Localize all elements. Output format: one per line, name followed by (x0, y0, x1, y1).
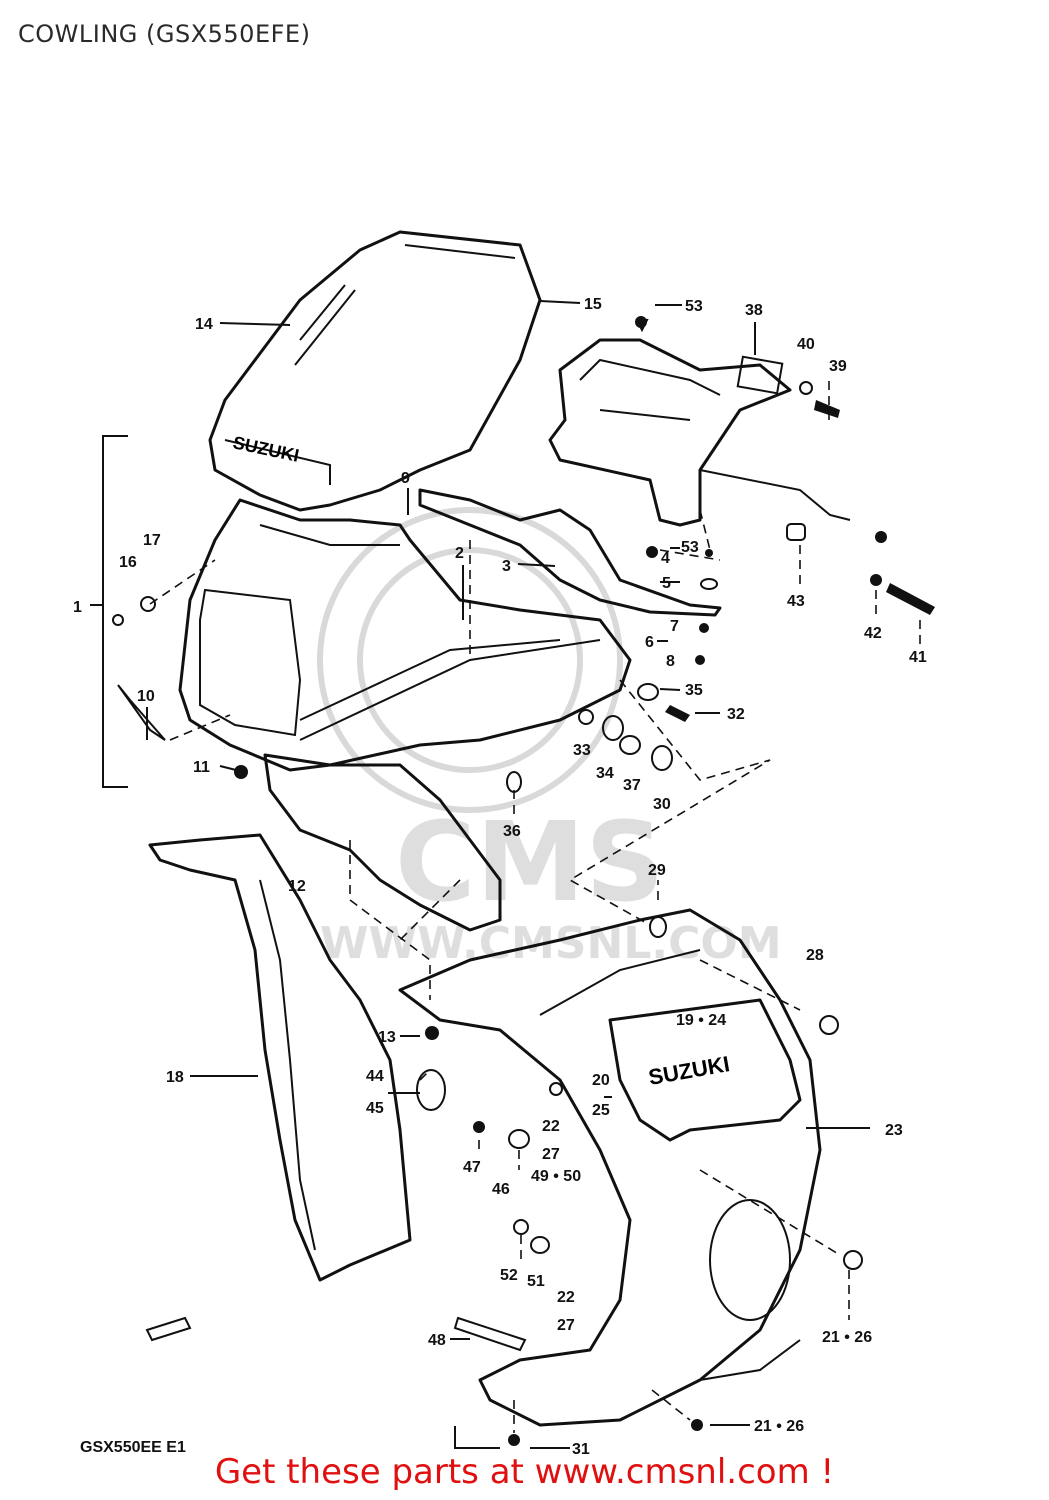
callout-label: 22 (542, 1118, 560, 1135)
callout-label: 15 (584, 296, 602, 313)
callout-label: 37 (623, 777, 641, 794)
callout-label: 43 (787, 593, 805, 610)
footer-link[interactable]: Get these parts at www.cmsnl.com ! (214, 1452, 835, 1492)
callout-label: 2 (455, 545, 464, 562)
windscreen-decal: SUZUKI (231, 432, 301, 465)
callout-label: 11 (193, 759, 210, 776)
callout-label: 48 (428, 1332, 446, 1349)
inner-panel (418, 488, 722, 617)
watermark-brand: CMS (395, 798, 664, 926)
callout-label: 9 (401, 470, 410, 487)
upper-cowl (178, 498, 632, 772)
callout-label: 51 (527, 1273, 545, 1290)
callout-label: 46 (492, 1181, 510, 1198)
callout-label: 27 (542, 1146, 560, 1163)
callout-label: 45 (366, 1100, 384, 1117)
callout-label: 34 (596, 765, 614, 782)
callout-label: 32 (727, 706, 745, 723)
group-bracket (90, 435, 128, 788)
callout-label: 10 (137, 688, 155, 705)
callout-label: 27 (557, 1317, 575, 1334)
page-title: COWLING (GSX550EFE) (18, 20, 311, 48)
callout-label: 8 (666, 653, 675, 670)
callout-label: 23 (885, 1122, 903, 1139)
callout-label: 49 • 50 (531, 1168, 581, 1185)
leader-lines (146, 300, 870, 1449)
hardware (112, 316, 935, 1446)
callout-label: 14 (195, 316, 213, 333)
callout-label: 31 (572, 1441, 590, 1458)
assembly-lines (149, 380, 921, 1433)
callout-label: 53 (685, 298, 703, 315)
callout-label: 16 (119, 554, 137, 571)
callout-label: 28 (806, 947, 824, 964)
windscreen: SUZUKI (208, 230, 542, 512)
callout-label: 40 (797, 336, 815, 353)
callout-label: 7 (670, 618, 679, 635)
callout-label: 1 (73, 599, 82, 616)
callouts: 14 15 53 38 40 39 9 2 3 53 4 5 7 6 8 43 … (73, 296, 927, 1458)
callout-label: 21 • 26 (822, 1329, 872, 1346)
callout-label: 4 (661, 550, 670, 567)
left-lower-cowl (148, 833, 412, 1282)
callout-label: 47 (463, 1159, 481, 1176)
inner-lower-panel (263, 753, 502, 932)
cowling-stay (548, 338, 851, 527)
callout-label: 33 (573, 742, 591, 759)
callout-label: 19 • 24 (676, 1012, 726, 1029)
callout-label: 52 (500, 1267, 518, 1284)
callout-label: 18 (166, 1069, 184, 1086)
callout-label: 35 (685, 682, 703, 699)
callout-label: 22 (557, 1289, 575, 1306)
callout-label: 21 • 26 (754, 1418, 804, 1435)
model-code: GSX550EE E1 (80, 1439, 186, 1456)
callout-label: 39 (829, 358, 847, 375)
callout-label: 30 (653, 796, 671, 813)
fairing-decal: SUZUKI (647, 1051, 732, 1090)
callout-label: 3 (502, 558, 511, 575)
callout-label: 44 (366, 1068, 384, 1085)
callout-label: 41 (909, 649, 927, 666)
callout-label: 25 (592, 1102, 610, 1119)
callout-label: 17 (143, 532, 161, 549)
callout-label: 5 (662, 575, 671, 592)
callout-label: 42 (864, 625, 882, 642)
callout-label: 6 (645, 634, 654, 651)
callout-label: 13 (378, 1029, 396, 1046)
callout-label: 12 (288, 878, 306, 895)
callout-label: 53 (681, 539, 699, 556)
callout-label: 36 (503, 823, 521, 840)
callout-label: 38 (745, 302, 763, 319)
callout-label: 20 (592, 1072, 610, 1089)
callout-label: 29 (648, 862, 666, 879)
